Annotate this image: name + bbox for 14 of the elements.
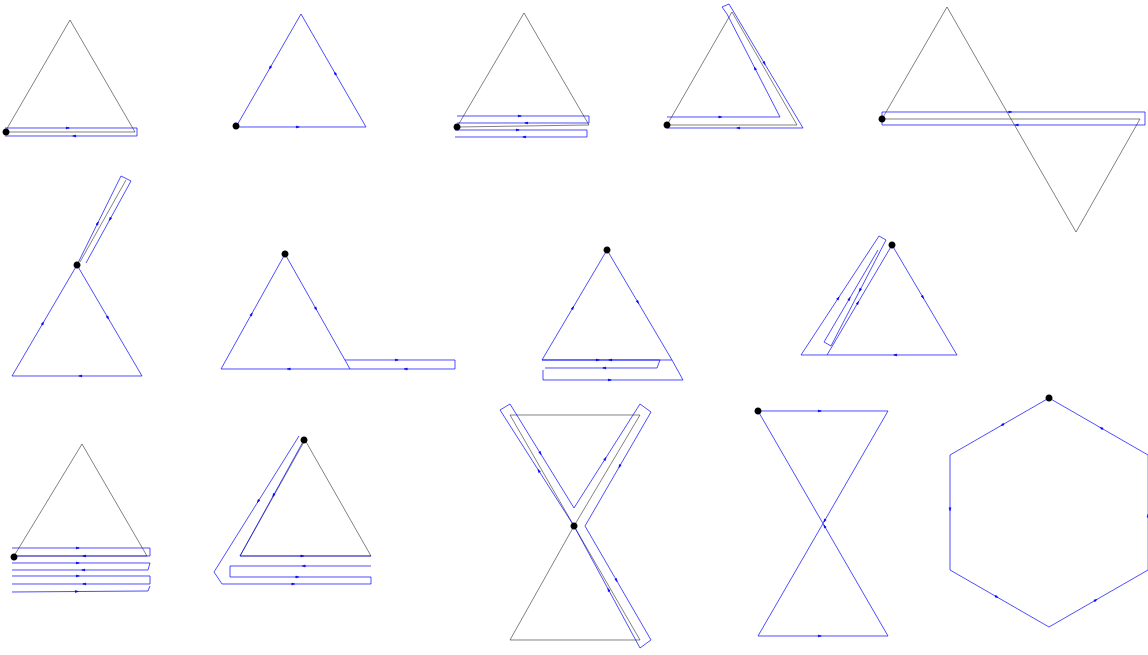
triangle-walk-drawing: [541, 246, 684, 382]
triangle-walk-drawing: [948, 394, 1148, 628]
triangle-walk-drawing: [800, 235, 958, 357]
triangle-walk-drawing: [2, 19, 138, 138]
triangle-walk-drawing: [878, 6, 1146, 233]
triangle-walk-drawing: [10, 443, 151, 593]
triangle-walk-drawing: [663, 3, 804, 130]
triangle-walk-drawing: [754, 407, 889, 638]
triangle-walk-drawing: [453, 12, 590, 139]
triangle-walk-drawing: [499, 403, 652, 649]
triangle-walk-drawing: [220, 250, 456, 371]
triangle-walk-drawing: [232, 13, 367, 130]
triangle-walk-drawing: [213, 435, 372, 586]
triangle-walk-drawing: [11, 175, 143, 378]
